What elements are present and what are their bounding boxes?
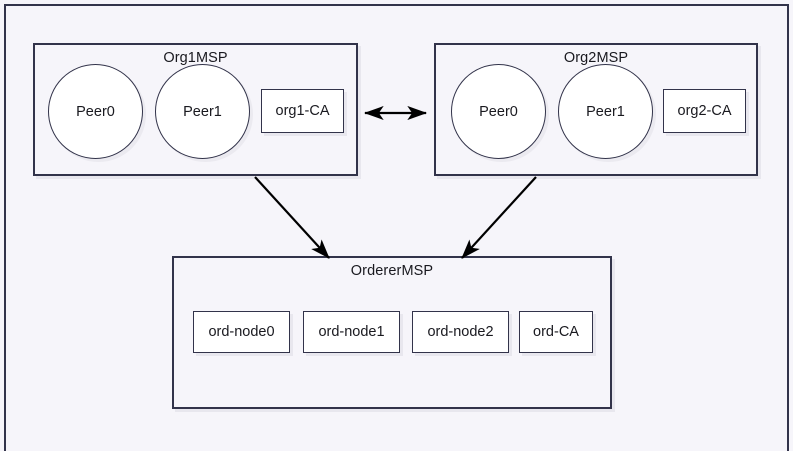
ord-ca-label: ord-CA — [533, 324, 579, 340]
org2-peer0-node[interactable]: Peer0 — [451, 64, 546, 159]
org1-peer1-label: Peer1 — [183, 103, 222, 120]
org1-peer1-node[interactable]: Peer1 — [155, 64, 250, 159]
org2-peer1-label: Peer1 — [586, 103, 625, 120]
ord-node2-node[interactable]: ord-node2 — [412, 311, 509, 353]
org1-ca-node[interactable]: org1-CA — [261, 89, 344, 133]
org1-peer0-label: Peer0 — [76, 103, 115, 120]
orderermsp-title: OrdererMSP — [350, 263, 434, 279]
ord-node2-label: ord-node2 — [427, 324, 494, 340]
org2-ca-label: org2-CA — [677, 103, 732, 119]
org1-peer0-node[interactable]: Peer0 — [48, 64, 143, 159]
org2-peer1-node[interactable]: Peer1 — [558, 64, 653, 159]
org1msp-title: Org1MSP — [163, 50, 228, 66]
ord-node1-node[interactable]: ord-node1 — [303, 311, 400, 353]
ord-node1-label: ord-node1 — [318, 324, 385, 340]
ord-ca-node[interactable]: ord-CA — [519, 311, 593, 353]
org2-ca-node[interactable]: org2-CA — [663, 89, 746, 133]
org1-ca-label: org1-CA — [275, 103, 330, 119]
ord-node0-node[interactable]: ord-node0 — [193, 311, 290, 353]
org2msp-title: Org2MSP — [563, 50, 629, 66]
org2-peer0-label: Peer0 — [479, 103, 518, 120]
ord-node0-label: ord-node0 — [208, 324, 275, 340]
